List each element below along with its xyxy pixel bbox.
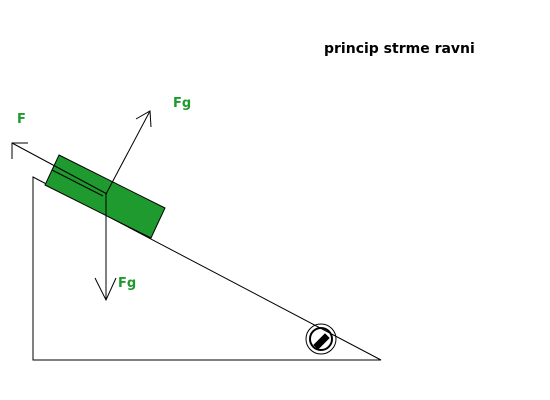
block [44,154,166,239]
force-f-arrow [11,142,108,195]
force-gravity-arrowhead [94,277,117,302]
diagram-title: princip strme ravni [324,41,475,57]
angle-marker [305,323,337,355]
block-edge-line [51,169,104,197]
force-gravity-label: Fg [118,276,136,291]
force-perpendicular-arrowhead [135,110,152,128]
force-f-label: F [17,112,26,127]
force-perpendicular-label: Fg [173,96,191,111]
angle-symbol [313,333,330,350]
force-f-arrowhead [11,142,28,159]
force-perpendicular-arrow [105,110,151,195]
inclined-plane [32,176,382,361]
